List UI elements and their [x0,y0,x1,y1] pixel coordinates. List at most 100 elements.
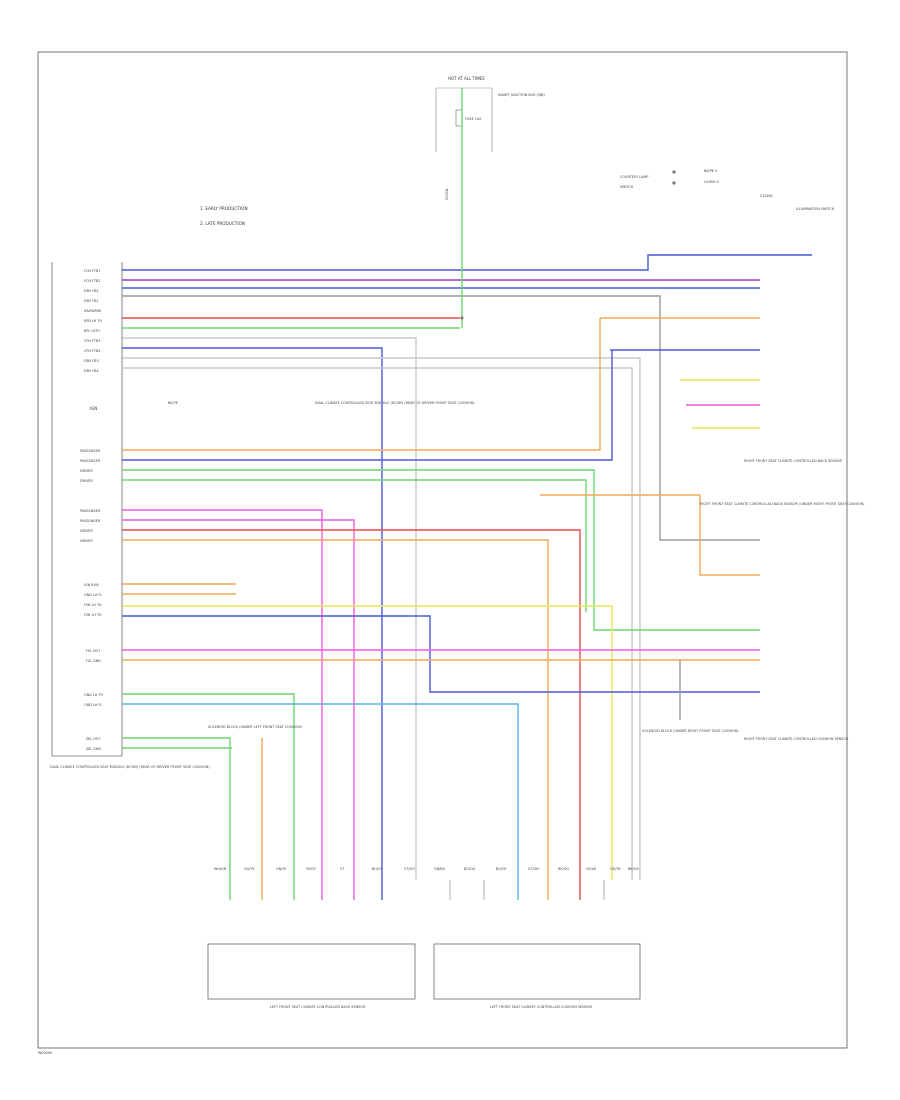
pin-c-1: PASSENGER [80,519,101,523]
fuse-rating: FUSE 10A [465,117,482,121]
pin-a-9: DRV FB3 [84,359,99,363]
illum-row-2: LG/WH 4 [704,180,719,184]
left-mid-caption: SOLENOID BLOCK (UNDER LEFT FRONT SEAT CU… [208,725,303,729]
wire-g-0 [122,737,231,900]
bottom-right-tag-6: OG/YE [610,867,621,871]
right-ground-caption: SOLENOID BLOCK (UNDER RIGHT FRONT SEAT C… [642,729,739,733]
wire-layer [122,88,812,900]
pin-b-3: DRIVER [80,479,93,483]
pin-labels-a: FCN FTB1 FCN FTB2 DRV FB2 DRV FB1 RAMWMW… [84,269,102,373]
left-seat-sensor-box: LEFT FRONT SEAT CLIMATE CONTROLLED BACK … [207,725,416,1009]
right-caption-bottom: RIGHT FRONT SEAT CLIMATE CONTROLLED CUSH… [744,737,849,741]
mid-module-box: DUAL CLIMATE CONTROLLED SEAT MODULE (DCS… [315,401,475,405]
pin-d-2: FSB LH TH [84,603,102,607]
pin-g-0: SEL HOT [86,737,101,741]
right-caption-top: RIGHT FRONT SEAT CLIMATE CONTROLLED BACK… [744,459,843,463]
pin-labels-d: IGN RUN GND LH FL FSB LH TH FSB LH TH [84,583,102,617]
wire-b-3 [122,479,587,612]
wire-upper-10 [122,367,633,880]
illum-connector: C2280C [760,194,774,198]
pin-a-10: DRV FB4 [84,369,99,373]
bottom-wire-tags: WH/GN OG/YE GN/YE YE/GY VT BU/GY VT/OG GN/BU BU/… [214,867,639,871]
wire-b-0 [122,318,601,451]
pin-a-4: RAMWMW [84,309,102,313]
right-seat-sensor-box: LEFT FRONT SEAT CLIMATE CONTROLLED CUSHI… [433,943,641,1009]
module-bar: DUAL CLIMATE CONTROLLED SEAT MODULE (DCS… [50,262,210,769]
diagram-frame [37,51,848,1049]
pin-f-1: GND LH FL [84,703,102,707]
fuse-wire-tag: RD/GN [445,188,449,200]
wire-c-link [540,494,760,576]
pin-a-3: DRV FB1 [84,299,99,303]
pin-a-5: RSB LH TH [84,319,102,323]
wire-f-0 [122,693,295,900]
pin-b-0: PASSENGER [80,449,101,453]
note-late: 2. LATE PRODUCTION [200,221,245,226]
switch-label: SWITCH [620,185,634,189]
bottom-left-tag-1: OG/YE [244,867,255,871]
wire-b-1 [122,350,613,461]
footer-code: W00000 [38,1051,52,1055]
illum-row-1: BK/PK 3 [704,169,717,173]
right-box-caption: LEFT FRONT SEAT CLIMATE CONTROLLED CUSHI… [490,1005,593,1009]
pin-d-0: IGN RUN [84,583,99,587]
pin-labels-c: PASSENGER PASSENGER DRIVER DRIVER [80,509,101,543]
fuse-icon [455,109,463,127]
wire-c-1 [122,519,355,900]
pin-labels-f: GND LH TH GND LH FL [84,693,103,707]
illum-caption: ILLUMINATION SWITCH [796,207,835,211]
wire-c-2 [122,529,581,900]
wire-d-3 [122,615,760,693]
sjb-label: SMART JUNCTION BOX (SJB) [498,93,545,97]
bottom-left-tag-4: VT [340,867,345,871]
wire-upper-9 [122,357,641,880]
pin-a-6: BPL HLTH [84,329,100,333]
wire-c-3 [122,539,549,900]
wire-upper-4 [122,295,760,541]
module-caption: DUAL CLIMATE CONTROLLED SEAT MODULE (DCS… [50,765,210,769]
wire-d-2 [122,605,613,880]
note-early: 1. EARLY PRODUCTION [200,206,248,211]
bottom-right-tag-3: VT/GN [528,867,539,871]
ign-wire-note: BK/YE [168,401,178,405]
pin-f-0: GND LH TH [84,693,103,697]
pin-e-0: FSL HOT [86,649,101,653]
pin-e-1: FSL GND [86,659,101,663]
pin-a-2: DRV FB2 [84,289,99,293]
bottom-right-tag-0: GN/BU [434,867,446,871]
pin-g-1: SEL GND [86,747,101,751]
illumination-switch-block: COURTESY LAMP SWITCH BK/PK 3 LG/WH 4 C22… [620,169,835,211]
bottom-right-tag-4: BK/OG [558,867,569,871]
bottom-right-tag-1: BU/OG [464,867,476,871]
wire-b-2 [122,469,760,631]
ign-group: IGN BK/YE DUAL CLIMATE CONTROLLED SEAT M… [90,401,475,411]
wire-f-1 [122,703,519,900]
ign-label: IGN [90,406,97,411]
right-caption-mid: RIGHT FRONT SEAT CLIMATE CONTROLLED BACK… [700,502,865,506]
bottom-left-tag-6: VT/OG [404,867,415,871]
fuse-block: HOT AT ALL TIMES FUSE 10A SMART JUNCTION… [435,76,545,200]
right-side-labels: RIGHT FRONT SEAT CLIMATE CONTROLLED BACK… [642,459,865,741]
bottom-left-tag-5: BU/GY [372,867,383,871]
pin-d-1: GND LH FL [84,593,102,597]
wire-upper-1 [122,254,812,271]
production-notes: 1. EARLY PRODUCTION 2. LATE PRODUCTION [200,206,248,226]
pin-c-0: PASSENGER [80,509,101,513]
wire-c-0 [122,509,323,900]
pin-a-1: FCN FTB2 [84,279,100,283]
pin-labels-g: SEL HOT SEL GND [86,737,101,751]
bottom-right-tag-2: BU/GY [496,867,507,871]
courtesy-lamp-label: COURTESY LAMP [620,175,648,179]
pin-c-2: DRIVER [80,529,93,533]
bottom-left-tag-3: YE/GY [306,867,317,871]
bottom-left-tag-2: GN/YE [276,867,287,871]
splice-point [460,316,464,320]
pin-d-3: FSB LH TH [84,613,102,617]
pin-b-2: DRIVER [80,469,93,473]
pin-b-1: PASSENGER [80,459,101,463]
wire-upper-8 [122,347,383,900]
bottom-right-tag-7: BK/OG [628,867,639,871]
pin-labels-e: FSL HOT FSL GND [86,649,101,663]
bottom-left-tag-0: WH/GN [214,867,227,871]
pin-a-8: CFN FTB4 [84,349,100,353]
